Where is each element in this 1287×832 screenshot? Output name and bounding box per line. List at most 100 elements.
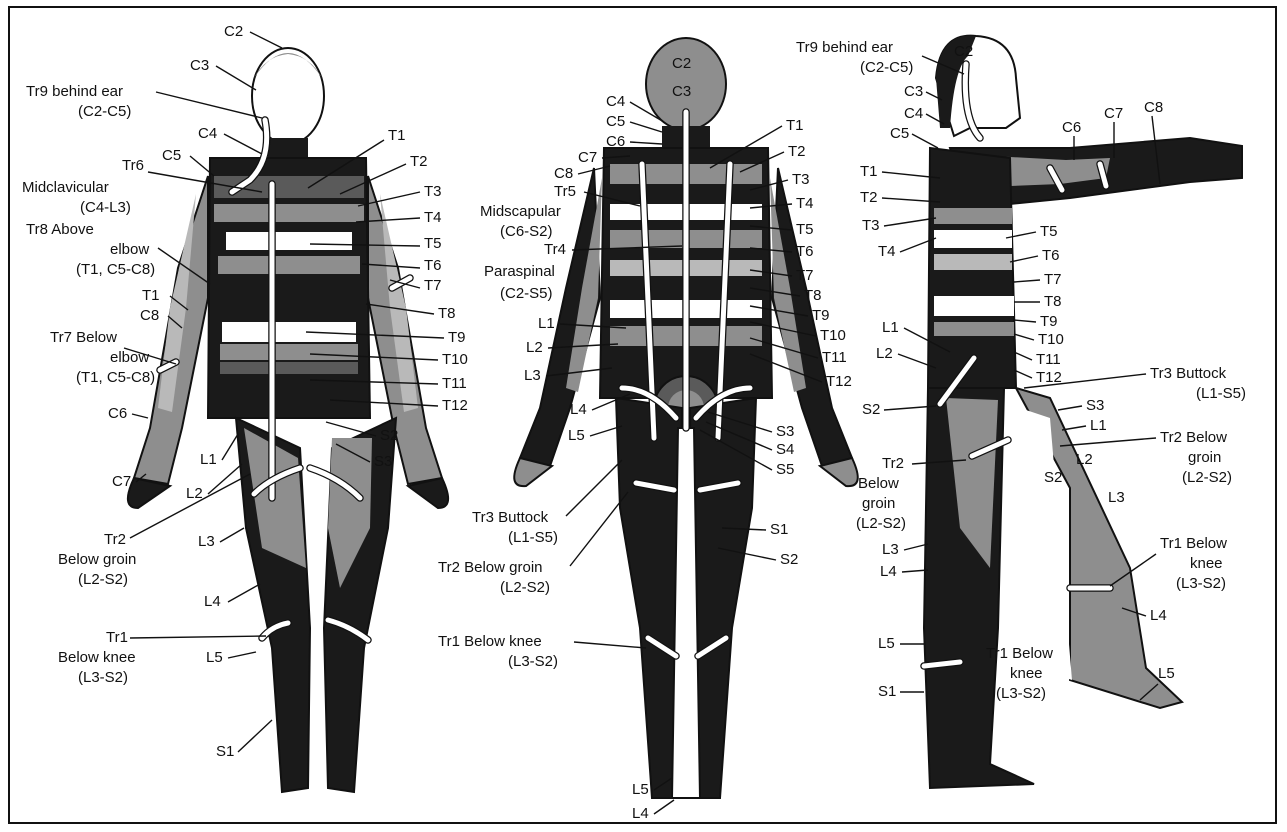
side-band-t4 [934, 208, 1012, 224]
side-label-c7: C7 [1104, 105, 1123, 122]
side-label-c5: C5 [890, 125, 909, 142]
side-label-tr1: Tr1 Below [986, 645, 1053, 662]
back-label-t4: T4 [796, 195, 814, 212]
front-label-c2: C2 [224, 23, 243, 40]
front-band-t6 [218, 256, 360, 274]
front-label-tr2: Tr2 [104, 531, 126, 548]
front-label-elbow-above: elbow [110, 241, 149, 258]
back-label-c6: C6 [606, 133, 625, 150]
side-label-l3-s2-a: (L3-S2) [1176, 575, 1226, 592]
side-label-l5-leg: L5 [1158, 665, 1175, 682]
back-label-l2: L2 [526, 339, 543, 356]
side-label-t10: T10 [1038, 331, 1064, 348]
back-label-t1: T1 [786, 117, 804, 134]
front-label-c4: C4 [198, 125, 217, 142]
side-label-l5: L5 [878, 635, 895, 652]
back-label-l1: L1 [538, 315, 555, 332]
back-label-tr2: Tr2 Below groin [438, 559, 543, 576]
side-label-s3: S3 [1086, 397, 1104, 414]
front-label-below-knee: Below knee [58, 649, 136, 666]
back-label-t2: T2 [788, 143, 806, 160]
side-label-l2-s2-a: (L2-S2) [1182, 469, 1232, 486]
side-label-c2-c5: (C2-C5) [860, 59, 913, 76]
back-label-s3: S3 [776, 423, 794, 440]
back-label-l4: L4 [632, 805, 649, 822]
front-label-tr7: Tr7 Below [50, 329, 117, 346]
back-label-t11: T11 [822, 349, 847, 366]
front-label-l3-s2: (L3-S2) [78, 669, 128, 686]
diagram-frame: C2 C3 C4 C5 Tr6 Midclavicular (C4-L3) Tr… [8, 6, 1277, 824]
front-label-l2: L2 [186, 485, 203, 502]
side-label-l3-leg: L3 [1108, 489, 1125, 506]
front-label-t12: T12 [442, 397, 468, 414]
dermatome-diagram: C2 C3 C4 C5 Tr6 Midclavicular (C4-L3) Tr… [10, 8, 1279, 826]
back-label-midscapular: Midscapular [480, 203, 561, 220]
side-label-t7: T7 [1044, 271, 1062, 288]
back-label-tr5: Tr5 [554, 183, 576, 200]
front-label-t11: T11 [442, 375, 467, 392]
front-label-c8: C8 [140, 307, 159, 324]
back-label-l5: L5 [568, 427, 585, 444]
side-figure [924, 36, 1242, 788]
side-label-t5: T5 [1040, 223, 1058, 240]
front-label-t1-c5-c8-b: (T1, C5-C8) [76, 369, 155, 386]
front-band-t3 [214, 204, 364, 222]
front-label-c6: C6 [108, 405, 127, 422]
front-label-t1-arm: T1 [142, 287, 160, 304]
back-label-c4: C4 [606, 93, 625, 110]
side-label-c2: C2 [954, 43, 973, 60]
front-label-l3: L3 [198, 533, 215, 550]
side-label-c6: C6 [1062, 119, 1081, 136]
side-label-c3: C3 [904, 83, 923, 100]
side-band-t5 [934, 230, 1012, 248]
side-label-t4: T4 [878, 243, 896, 260]
front-label-t1-c5-c8-a: (T1, C5-C8) [76, 261, 155, 278]
front-label-l5: L5 [206, 649, 223, 666]
side-label-l1-s5: (L1-S5) [1196, 385, 1246, 402]
side-band-t6 [934, 254, 1012, 270]
front-label-c2-c5: (C2-C5) [78, 103, 131, 120]
side-label-tr1-below: Tr1 Below [1160, 535, 1227, 552]
front-label-tr9: Tr9 behind ear [26, 83, 123, 100]
front-label-t10: T10 [442, 351, 468, 368]
side-label-l2: L2 [876, 345, 893, 362]
side-label-l3-s2-b: (L3-S2) [996, 685, 1046, 702]
front-label-t6: T6 [424, 257, 442, 274]
side-label-t6: T6 [1042, 247, 1060, 264]
back-label-t8: T8 [804, 287, 822, 304]
back-label-c7: C7 [578, 149, 597, 166]
front-label-t3: T3 [424, 183, 442, 200]
back-label-tr4: Tr4 [544, 241, 566, 258]
front-label-tr1: Tr1 [106, 629, 128, 646]
side-label-s2-leg: S2 [1044, 469, 1062, 486]
front-band-t11 [220, 362, 358, 374]
back-label-s4: S4 [776, 441, 794, 458]
side-label-knee-a: knee [1190, 555, 1223, 572]
side-label-l2-s2-b: (L2-S2) [856, 515, 906, 532]
back-label-l5: L5 [632, 781, 649, 798]
back-label-s2: S2 [780, 551, 798, 568]
front-label-below-groin: Below groin [58, 551, 136, 568]
front-label-l4: L4 [204, 593, 221, 610]
side-label-t11: T11 [1036, 351, 1061, 368]
front-label-c7: C7 [112, 473, 131, 490]
front-label-elbow-below: elbow [110, 349, 149, 366]
front-label-t1: T1 [388, 127, 406, 144]
side-label-c8: C8 [1144, 99, 1163, 116]
side-label-tr2: Tr2 [882, 455, 904, 472]
side-label-l2-leg: L2 [1076, 451, 1093, 468]
back-label-t10: T10 [820, 327, 846, 344]
back-label-s1: S1 [770, 521, 788, 538]
back-label-t5: T5 [796, 221, 814, 238]
side-label-groin: groin [1188, 449, 1221, 466]
front-label-s1: S1 [216, 743, 234, 760]
front-label-t2: T2 [410, 153, 428, 170]
back-label-t7: T7 [796, 267, 814, 284]
side-label-t3: T3 [862, 217, 880, 234]
side-label-t2: T2 [860, 189, 878, 206]
front-band-t10 [220, 344, 358, 360]
side-label-tr2-below: Tr2 Below [1160, 429, 1227, 446]
side-label-tr3: Tr3 Buttock [1150, 365, 1227, 382]
side-label-t9: T9 [1040, 313, 1058, 330]
front-label-t8: T8 [438, 305, 456, 322]
